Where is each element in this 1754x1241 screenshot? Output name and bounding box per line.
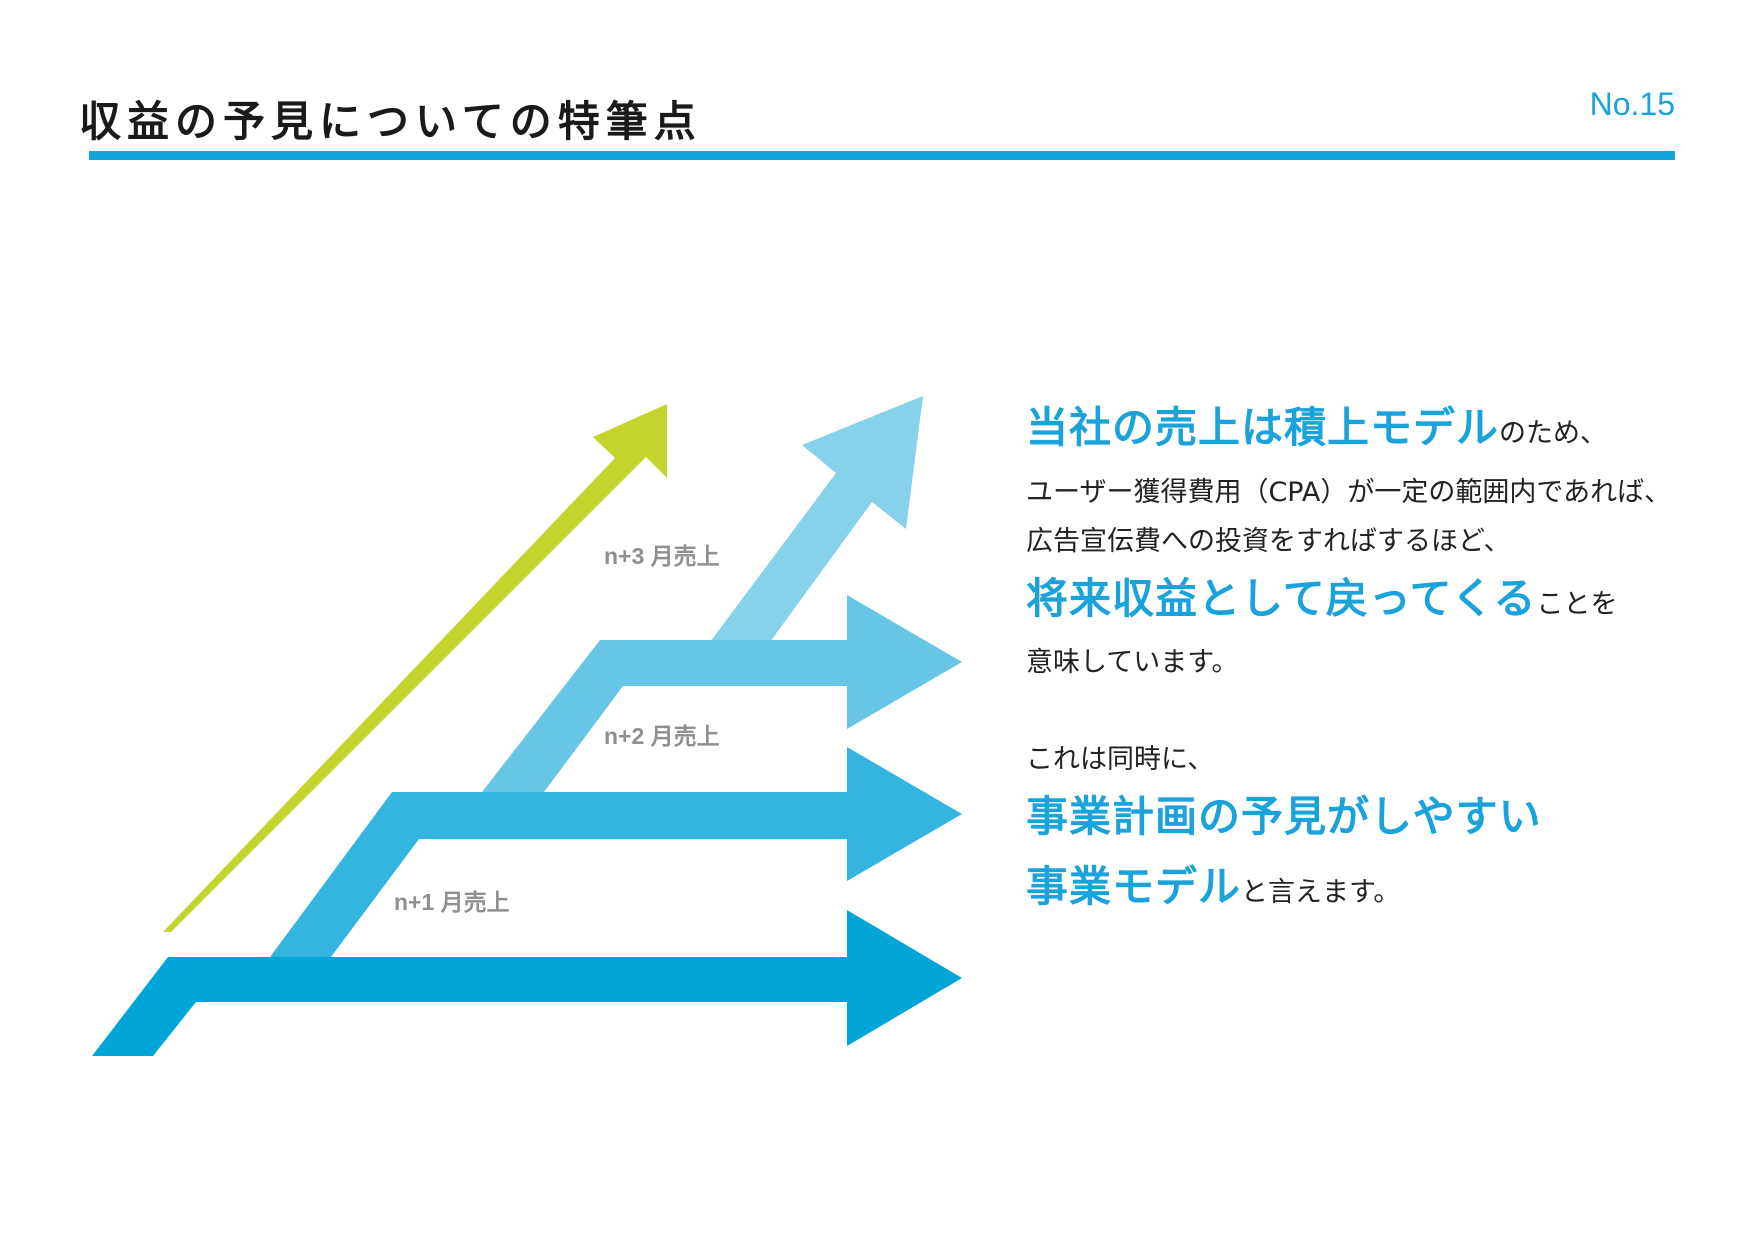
line-2: ユーザー獲得費用（CPA）が一定の範囲内であれば、 <box>1026 477 1672 508</box>
label-n3: n+3 月売上 <box>604 543 720 569</box>
arrow-n1 <box>92 910 962 1056</box>
line-4: 将来収益として戻ってくることを <box>1026 574 1618 623</box>
emphasis-business-model: 事業モデル <box>1026 862 1242 911</box>
line-6: これは同時に、 <box>1026 744 1215 775</box>
emphasis-stacking-model: 当社の売上は積上モデル <box>1026 403 1500 452</box>
emphasis-predictable-plan: 事業計画の予見がしやすい <box>1026 792 1542 841</box>
page-title: 収益の予見についての特筆点 <box>79 97 702 146</box>
line-8: 事業モデルと言えます。 <box>1026 862 1401 911</box>
page-number: No.15 <box>1589 86 1675 122</box>
line-1: 当社の売上は積上モデルのため、 <box>1026 403 1608 452</box>
green-growth-arrow <box>163 404 667 932</box>
label-n2: n+2 月売上 <box>604 723 720 749</box>
label-n1: n+1 月売上 <box>394 889 510 915</box>
emphasis-future-revenue: 将来収益として戻ってくる <box>1026 574 1537 623</box>
title-rule <box>89 151 1675 160</box>
light-diagonal-arrow <box>710 396 923 642</box>
line-5: 意味しています。 <box>1026 647 1239 678</box>
line-3: 広告宣伝費への投資をすればするほど、 <box>1026 526 1511 557</box>
arrow-n3 <box>482 595 962 792</box>
arrow-n2 <box>270 747 962 957</box>
